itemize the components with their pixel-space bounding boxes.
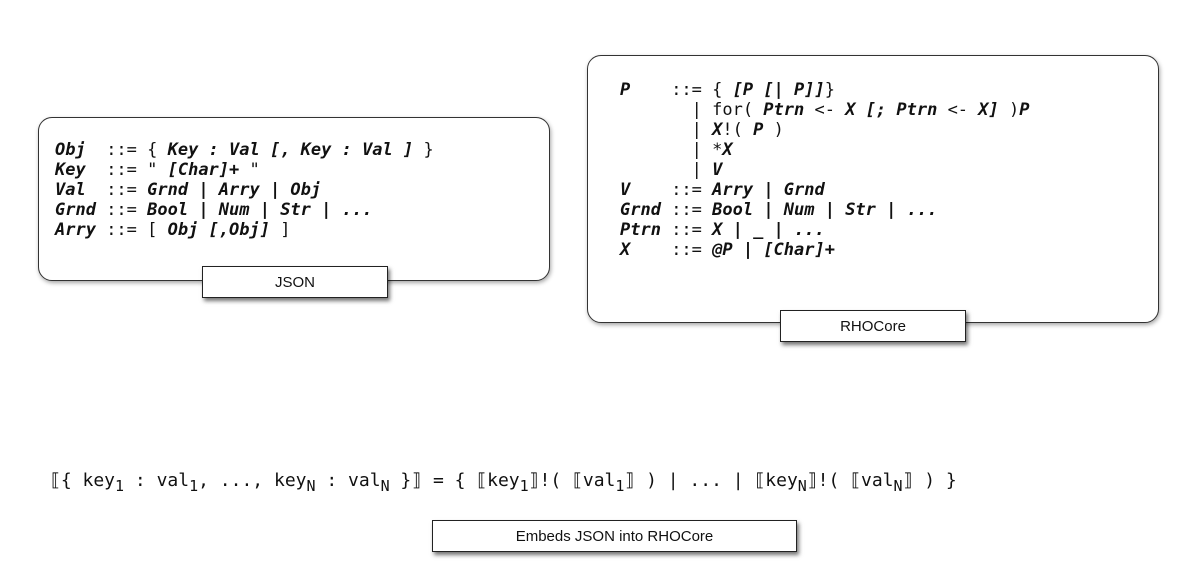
rhocore-syntax: } xyxy=(824,80,835,100)
rhocore-rule-line: Ptrn ::= X | _ | ... xyxy=(620,220,1158,240)
json-syntax: " xyxy=(239,160,260,180)
formula-text: : val xyxy=(124,470,190,491)
rhocore-term: X] xyxy=(978,100,999,120)
rhocore-term: X | _ | ... xyxy=(712,220,825,240)
embedding-caption: Embeds JSON into RHOCore xyxy=(432,520,797,552)
rhocore-rule-line: X ::= @P | [Char]+ xyxy=(620,240,1158,260)
rhocore-term: Ptrn xyxy=(620,220,661,240)
rhocore-term: Bool | Num | Str | ... xyxy=(712,200,938,220)
json-rule-line: Obj ::= { Key : Val [, Key : Val ] } xyxy=(55,140,549,160)
rhocore-grammar-text: P ::= { [P [| P]]} | for( Ptrn <- X [; P… xyxy=(620,80,1158,260)
rhocore-term: P xyxy=(1019,100,1030,120)
formula-text: ⟧ ) | ... | ⟦key xyxy=(624,470,798,491)
json-caption: JSON xyxy=(202,266,388,298)
rhocore-caption: RHOCore xyxy=(780,310,966,342)
formula-text: ⟦{ key xyxy=(50,470,116,491)
rhocore-syntax: ::= xyxy=(630,240,713,260)
rhocore-syntax: ::= xyxy=(630,180,713,200)
json-term: Val xyxy=(55,180,86,200)
rhocore-term: Grnd xyxy=(620,200,661,220)
json-syntax: ::= " xyxy=(85,160,168,180)
rhocore-caption-label: RHOCore xyxy=(840,317,906,335)
formula-subscript: 1 xyxy=(189,477,199,495)
rhocore-term: V xyxy=(712,160,723,180)
rhocore-syntax: | xyxy=(620,120,713,140)
rhocore-rule-line: | for( Ptrn <- X [; Ptrn <- X] )P xyxy=(620,100,1158,120)
formula-subscript: 1 xyxy=(615,477,625,495)
rhocore-syntax: ::= xyxy=(660,220,713,240)
rhocore-syntax: ::= xyxy=(660,200,713,220)
json-syntax: ::= [ xyxy=(95,220,168,240)
json-rule-line: Grnd ::= Bool | Num | Str | ... xyxy=(55,200,549,220)
rhocore-term: X xyxy=(620,240,631,260)
rhocore-rule-line: | X!( P ) xyxy=(620,120,1158,140)
formula-subscript: N xyxy=(380,477,390,495)
json-term: Bool | Num | Str | ... xyxy=(147,200,373,220)
json-term: Obj xyxy=(55,140,86,160)
json-syntax: ] xyxy=(269,220,291,240)
formula-text: ⟧ ) } xyxy=(902,470,957,491)
json-term: Key : Val [, Key : Val ] xyxy=(167,140,414,160)
formula-subscript: 1 xyxy=(115,477,125,495)
json-rule-line: Key ::= " [Char]+ " xyxy=(55,160,549,180)
formula-text: }⟧ = { ⟦key xyxy=(389,470,520,491)
rhocore-term: Arry | Grnd xyxy=(712,180,825,200)
rhocore-term: V xyxy=(620,180,631,200)
json-term: Obj [,Obj] xyxy=(167,220,270,240)
json-syntax: } xyxy=(413,140,434,160)
rhocore-rule-line: | *X xyxy=(620,140,1158,160)
rhocore-syntax: | for( xyxy=(620,100,764,120)
json-caption-label: JSON xyxy=(274,273,315,291)
formula-text: , ..., key xyxy=(198,470,307,491)
json-term: Grnd xyxy=(55,200,96,220)
rhocore-rule-line: | V xyxy=(620,160,1158,180)
json-rule-line: Arry ::= [ Obj [,Obj] ] xyxy=(55,220,549,240)
rhocore-term: [P [| P]] xyxy=(732,80,825,100)
rhocore-syntax: !( xyxy=(722,120,754,140)
rhocore-syntax: | * xyxy=(620,140,723,160)
rhocore-rule-line: Grnd ::= Bool | Num | Str | ... xyxy=(620,200,1158,220)
rhocore-term: X xyxy=(712,120,723,140)
rhocore-term: X [; Ptrn xyxy=(845,100,938,120)
rhocore-syntax: <- xyxy=(804,100,846,120)
formula-subscript: N xyxy=(797,477,807,495)
rhocore-syntax: ) xyxy=(763,120,784,140)
embedding-caption-label: Embeds JSON into RHOCore xyxy=(515,527,714,545)
rhocore-syntax: | xyxy=(620,160,713,180)
rhocore-syntax: <- xyxy=(937,100,979,120)
json-syntax: ::= { xyxy=(85,140,168,160)
formula-text: ⟧!( ⟦val xyxy=(806,470,894,491)
rhocore-term: P xyxy=(753,120,764,140)
rhocore-rule-line: V ::= Arry | Grnd xyxy=(620,180,1158,200)
json-term: [Char]+ xyxy=(167,160,240,180)
json-syntax: ::= xyxy=(95,200,148,220)
json-grammar-box: Obj ::= { Key : Val [, Key : Val ] }Key … xyxy=(38,117,550,281)
formula-subscript: N xyxy=(306,477,316,495)
formula-text: ⟧!( ⟦val xyxy=(528,470,616,491)
rhocore-term: @P | [Char]+ xyxy=(712,240,835,260)
formula-subscript: N xyxy=(893,477,903,495)
json-grammar-text: Obj ::= { Key : Val [, Key : Val ] }Key … xyxy=(55,140,549,240)
rhocore-rule-line: P ::= { [P [| P]]} xyxy=(620,80,1158,100)
rhocore-syntax: ::= { xyxy=(630,80,733,100)
formula-text: : val xyxy=(315,470,381,491)
json-term: Grnd | Arry | Obj xyxy=(147,180,322,200)
json-rule-line: Val ::= Grnd | Arry | Obj xyxy=(55,180,549,200)
embedding-formula: ⟦{ key1 : val1, ..., keyN : valN }⟧ = { … xyxy=(50,470,1150,495)
formula-subscript: 1 xyxy=(519,477,529,495)
rhocore-syntax: ) xyxy=(998,100,1020,120)
json-syntax: ::= xyxy=(85,180,148,200)
json-term: Arry xyxy=(55,220,96,240)
rhocore-term: Ptrn xyxy=(763,100,805,120)
rhocore-grammar-box: P ::= { [P [| P]]} | for( Ptrn <- X [; P… xyxy=(587,55,1159,323)
rhocore-term: X xyxy=(722,140,733,160)
rhocore-term: P xyxy=(620,80,631,100)
json-term: Key xyxy=(55,160,86,180)
